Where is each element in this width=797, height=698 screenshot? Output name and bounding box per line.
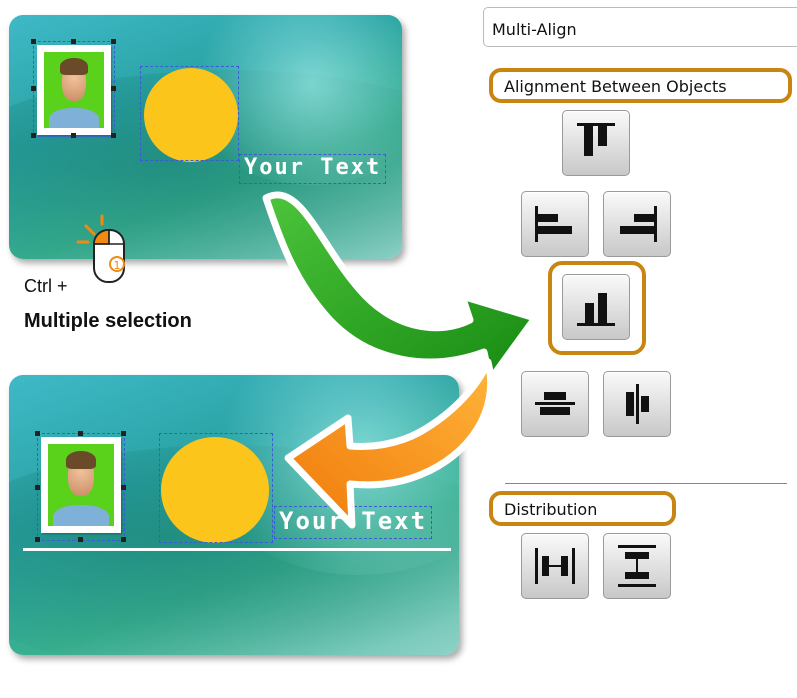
photo-selection-box [37, 433, 125, 541]
distribute-vertical-icon [618, 545, 656, 587]
align-left-icon [535, 206, 572, 242]
align-bottom-highlight [548, 261, 646, 355]
portrait-image [48, 444, 114, 526]
circle-object[interactable] [144, 68, 238, 162]
alignment-baseline [23, 548, 451, 551]
align-left-button[interactable] [521, 191, 589, 257]
align-horizontal-center-icon [626, 384, 649, 424]
align-vertical-center-icon [535, 392, 575, 415]
photo-object[interactable] [41, 437, 121, 533]
distribute-vertical-button[interactable] [603, 533, 671, 599]
card-after: Your Text [9, 375, 459, 655]
align-right-icon [620, 206, 657, 242]
ctrl-label: Ctrl + [24, 276, 68, 296]
text-object[interactable]: Your Text [274, 506, 433, 539]
circle-selection-box [159, 433, 273, 543]
align-top-button[interactable] [562, 110, 630, 176]
align-top-icon [577, 123, 615, 156]
distribution-section-label: Distribution [489, 491, 676, 526]
align-mode-dropdown[interactable]: Multi-Align [483, 7, 797, 47]
distribute-horizontal-button[interactable] [521, 533, 589, 599]
multiple-selection-label: Multiple selection [24, 310, 192, 332]
text-object[interactable]: Your Text [239, 154, 387, 184]
portrait-image [44, 52, 104, 128]
photo-selection-box [33, 41, 115, 137]
click-number: 1 [114, 259, 121, 272]
circle-object[interactable] [161, 437, 269, 543]
align-middle-button[interactable] [521, 371, 589, 437]
align-bottom-icon [577, 293, 615, 326]
align-right-button[interactable] [603, 191, 671, 257]
alignment-section-label: Alignment Between Objects [489, 68, 792, 103]
photo-object[interactable] [37, 45, 111, 135]
mouse-click-icon: 1 [76, 214, 125, 283]
align-bottom-button[interactable] [562, 274, 630, 340]
distribute-horizontal-icon [535, 548, 575, 584]
panel-divider [505, 483, 787, 484]
align-center-button[interactable] [603, 371, 671, 437]
circle-selection-box [140, 66, 239, 161]
card-before: Your Text [9, 15, 402, 259]
